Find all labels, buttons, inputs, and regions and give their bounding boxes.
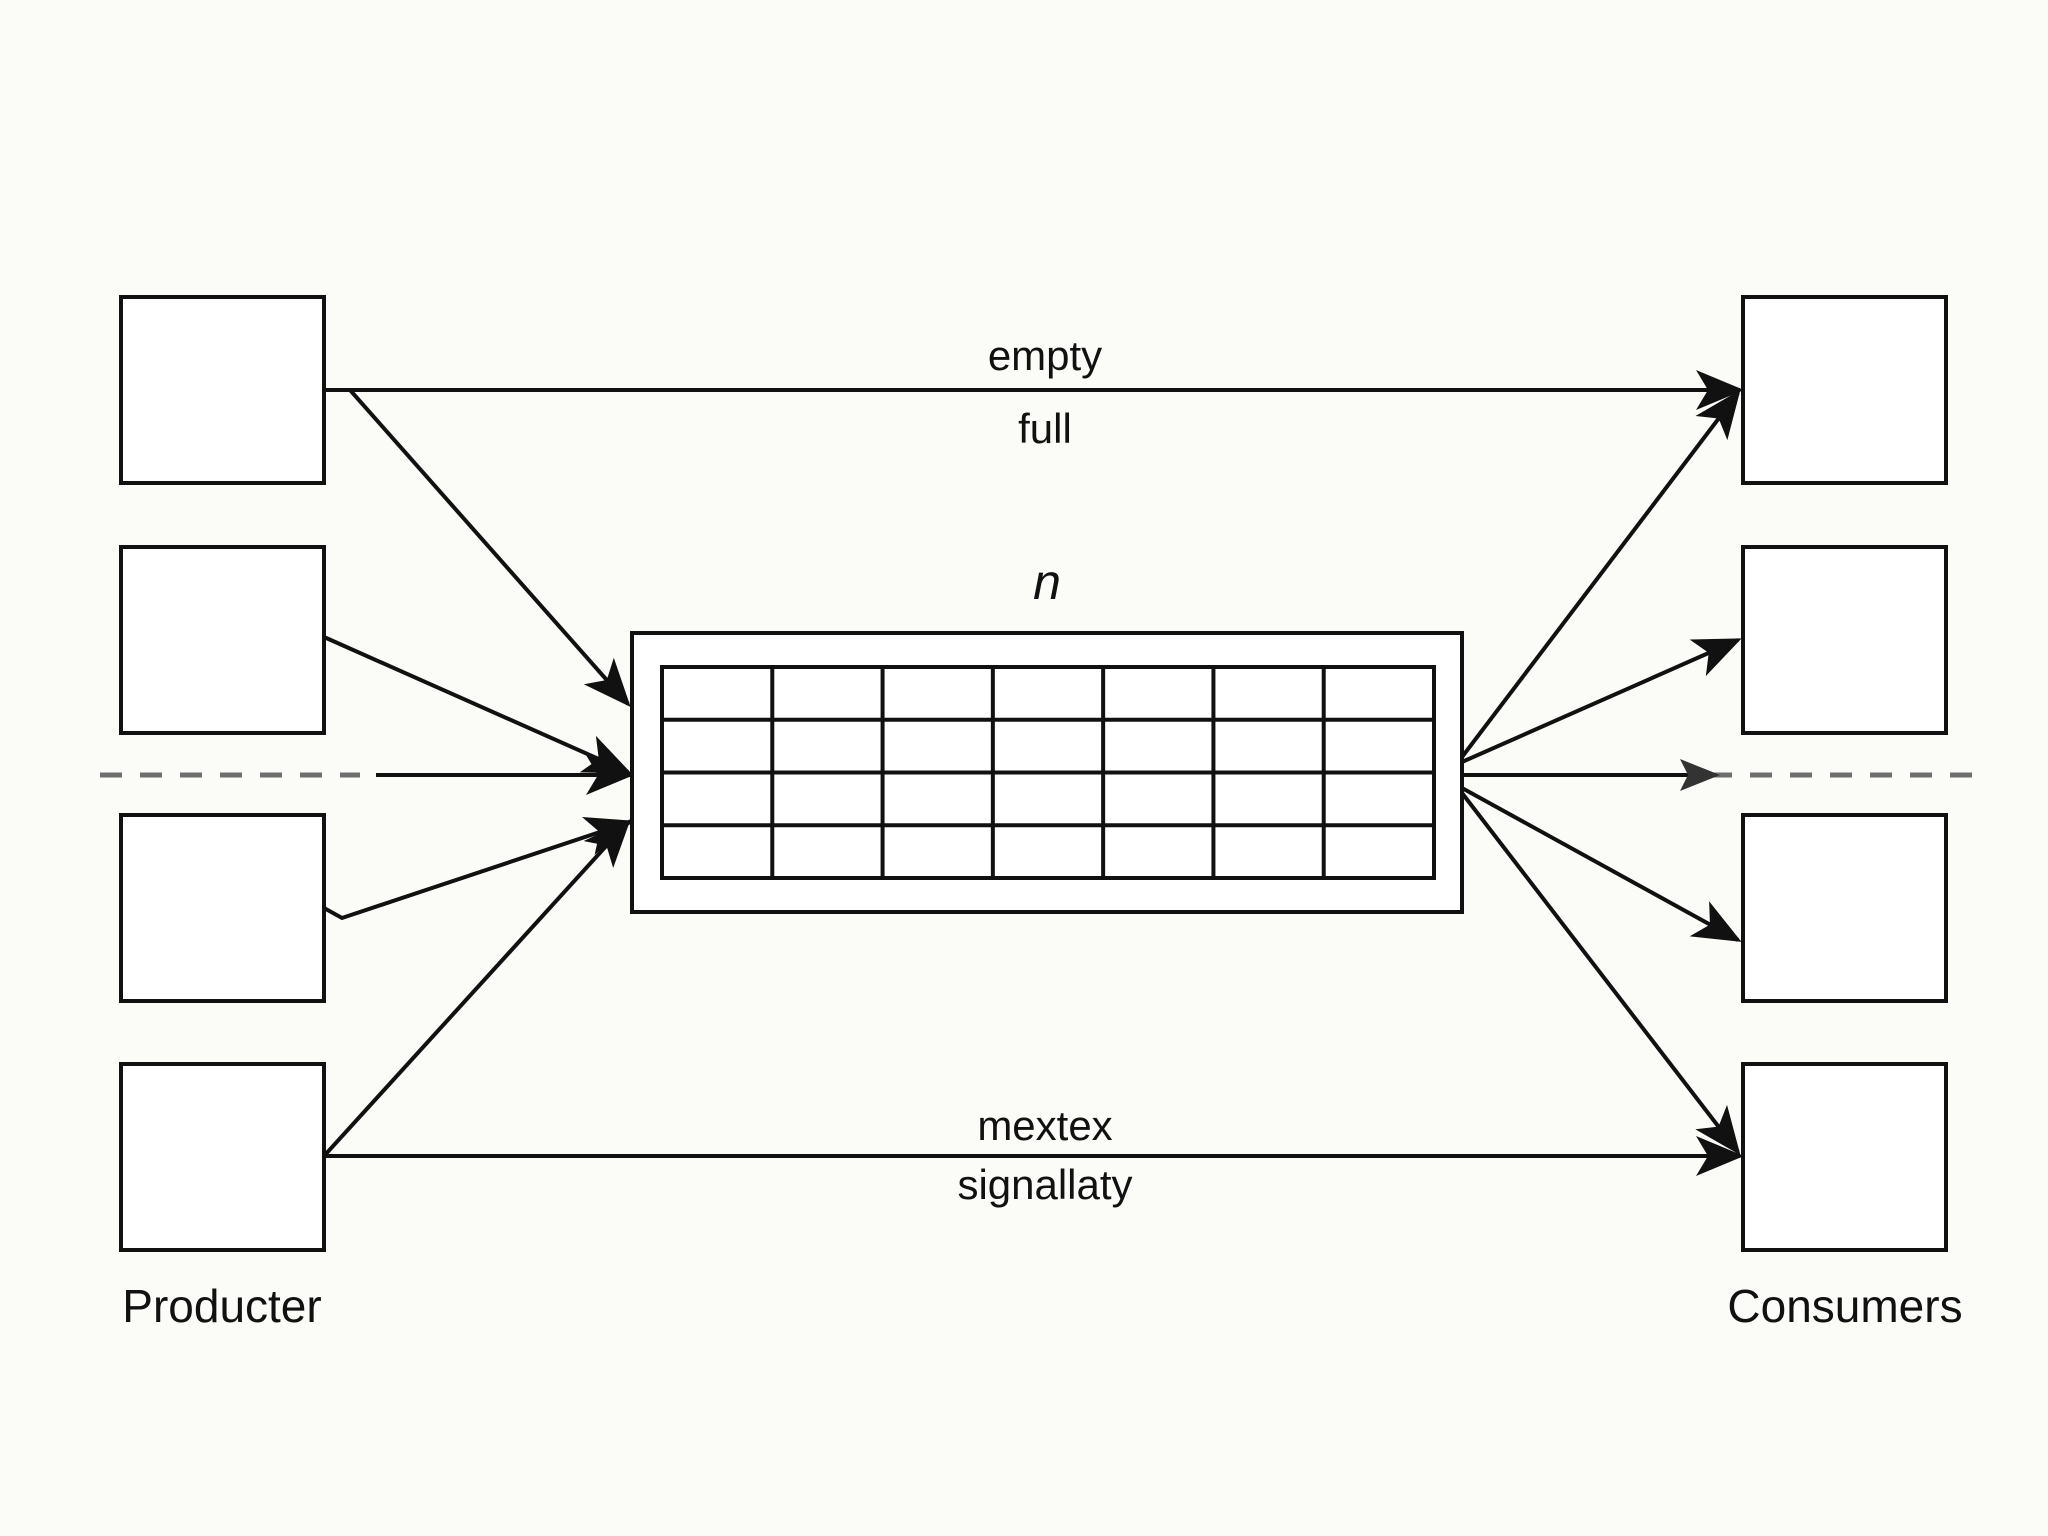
consumer-box-4 xyxy=(1741,1062,1948,1252)
producer-box-2 xyxy=(119,545,326,735)
label-producers: Producter xyxy=(122,1280,321,1332)
producer-box-1 xyxy=(119,295,326,485)
arrow-producer-3-to-buffer xyxy=(323,816,634,921)
producer-box-4 xyxy=(119,1062,326,1252)
label-signallaty: signallaty xyxy=(957,1161,1132,1208)
consumer-box-1 xyxy=(1741,295,1948,485)
label-consumers: Consumers xyxy=(1727,1280,1962,1332)
label-mextex: mextex xyxy=(977,1102,1112,1149)
arrow-producer-1-to-buffer xyxy=(348,388,631,707)
arrow-producer-4-to-buffer xyxy=(322,819,631,1158)
arrow-buffer-to-consumer-1 xyxy=(1460,389,1741,759)
label-buffer-size: n xyxy=(1033,554,1061,610)
consumer-box-3 xyxy=(1741,813,1948,1003)
consumer-box-2 xyxy=(1741,545,1948,735)
arrow-buffer-to-consumer-3 xyxy=(1461,786,1742,942)
arrow-buffer-to-consumer-2 xyxy=(1461,638,1742,764)
arrow-buffer-to-consumer-4 xyxy=(1460,791,1741,1156)
producer-box-3 xyxy=(119,813,326,1003)
label-full: full xyxy=(1018,405,1072,452)
buffer-grid xyxy=(660,665,1436,880)
label-empty: empty xyxy=(988,332,1102,379)
arrow-producer-2-to-buffer xyxy=(323,635,632,774)
